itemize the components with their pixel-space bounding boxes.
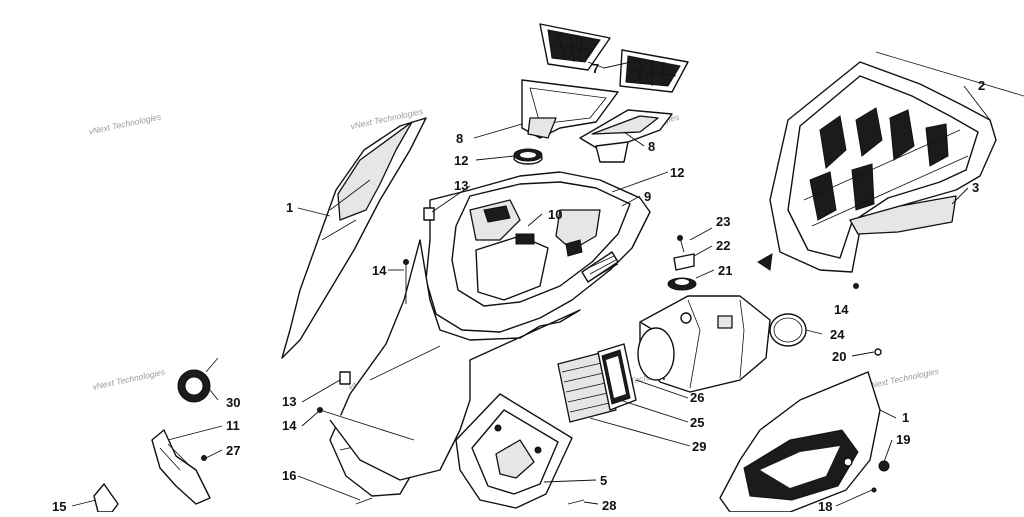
callout-8-left: 8	[456, 131, 463, 146]
part-7-intake-screen-left	[539, 23, 611, 71]
callout-labels: 7 8 8 12 12 9 10 13 1 14 2 3 23 22 21 14…	[52, 61, 985, 514]
callout-29: 29	[692, 439, 706, 454]
part-12-grommet-left	[513, 148, 543, 165]
callout-20: 20	[832, 349, 846, 364]
watermark-5: vNext Technologies	[92, 367, 167, 392]
callout-10: 10	[548, 207, 562, 222]
callout-24: 24	[830, 327, 845, 342]
callout-8-right: 8	[648, 139, 655, 154]
watermark-1: vNext Technologies	[88, 111, 163, 136]
part-8-intake-duct-left	[521, 79, 619, 139]
callout-27: 27	[226, 443, 240, 458]
svg-text:vNext Technologies: vNext Technologies	[88, 111, 163, 136]
callout-25: 25	[690, 415, 704, 430]
part-front-nose-cone	[329, 239, 581, 497]
part-7-intake-screen-right	[619, 49, 689, 93]
part-30-tape-roll	[177, 357, 219, 403]
callout-12-left: 12	[454, 153, 468, 168]
part-11-bracket	[151, 429, 211, 505]
part-5-lower-bracket	[455, 393, 573, 509]
watermark-8: vNext Technologies	[865, 366, 940, 391]
part-14-screw-left	[403, 259, 409, 304]
part-1-side-panel-left	[281, 117, 427, 359]
callout-30: 30	[226, 395, 240, 410]
part-20-washer	[874, 348, 882, 356]
svg-text:vNext Technologies: vNext Technologies	[865, 366, 940, 391]
part-18-washer	[871, 487, 877, 493]
svg-text:vNext Technologies: vNext Technologies	[92, 367, 167, 392]
callout-16: 16	[282, 468, 296, 483]
callout-14-left: 14	[372, 263, 387, 278]
part-23-bolt	[677, 235, 685, 253]
part-13-clip-upper	[423, 207, 435, 221]
part-22-bracket	[673, 253, 695, 271]
part-9-hood-panel	[425, 171, 651, 333]
arrow-pointer	[757, 253, 773, 271]
callout-14-right: 14	[834, 302, 849, 317]
part-16-screw	[355, 497, 373, 505]
part-19-nut	[878, 460, 890, 472]
callout-21: 21	[718, 263, 732, 278]
callout-26: 26	[690, 390, 704, 405]
callout-13-lower: 13	[282, 394, 296, 409]
part-15-mirror	[93, 483, 119, 513]
callout-13-upper: 13	[454, 178, 468, 193]
part-air-duct	[637, 295, 771, 393]
part-14-screw-bottom	[317, 407, 415, 441]
part-2-air-box	[769, 51, 1024, 273]
part-8-intake-duct-right	[579, 109, 673, 163]
leader-lines	[71, 59, 991, 507]
part-27-screw	[201, 455, 207, 461]
callout-1-right: 1	[902, 410, 909, 425]
part-28-screw	[567, 499, 585, 505]
callout-12-right: 12	[670, 165, 684, 180]
callout-1-left: 1	[286, 200, 293, 215]
callout-28: 28	[602, 498, 616, 512]
part-3-air-box-cover	[849, 195, 957, 235]
part-21-grommet	[667, 277, 697, 291]
callout-14-bottom: 14	[282, 418, 297, 433]
callout-11: 11	[226, 418, 240, 433]
part-1-side-panel-right	[719, 371, 881, 513]
callout-19: 19	[896, 432, 910, 447]
part-13-clip-lower	[339, 371, 351, 385]
part-14-screw-right	[853, 283, 859, 289]
part-26-filter-frame	[597, 343, 637, 411]
callout-22: 22	[716, 238, 730, 253]
callout-23: 23	[716, 214, 730, 229]
callout-5: 5	[600, 473, 607, 488]
callout-7: 7	[592, 61, 599, 76]
part-24-hose-clamp	[769, 313, 807, 347]
callout-18: 18	[818, 499, 832, 512]
callout-3: 3	[972, 180, 979, 195]
callout-9: 9	[644, 189, 651, 204]
callout-2: 2	[978, 78, 985, 93]
callout-15: 15	[52, 499, 66, 512]
